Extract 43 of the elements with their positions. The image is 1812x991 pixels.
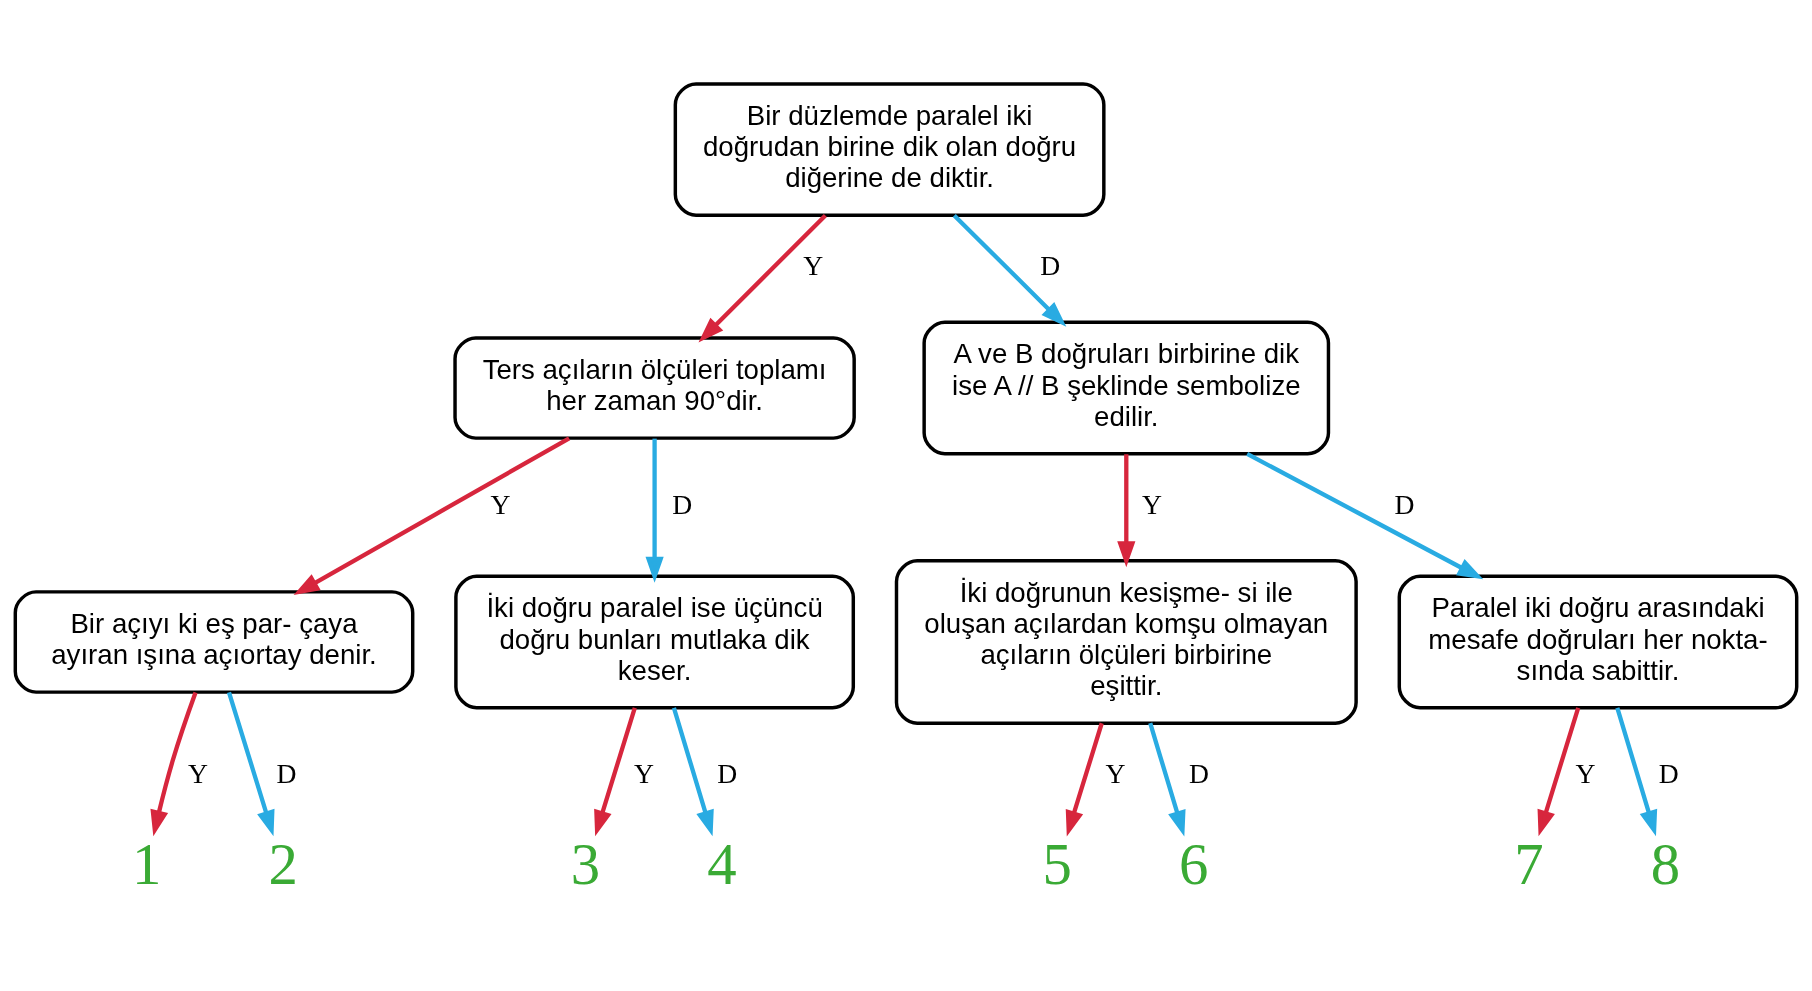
node-text: 2 xyxy=(268,831,298,897)
edge-label: D xyxy=(1188,757,1209,789)
arrow xyxy=(1537,706,1581,836)
arrow xyxy=(1246,451,1484,579)
arrow xyxy=(952,213,1067,327)
edge-label: D xyxy=(672,488,693,520)
edge-label: Y xyxy=(803,249,823,281)
node-box: Bir düzlemde paralel iki doğrudan birine dik olan doğru diğerine de diktir. xyxy=(673,81,1106,217)
arrow xyxy=(1148,722,1186,836)
edge-label: D xyxy=(717,757,738,789)
edge-label: D xyxy=(1394,488,1415,520)
arrow xyxy=(1065,722,1104,836)
arrow xyxy=(1117,453,1136,567)
arrow xyxy=(698,213,827,342)
arrow xyxy=(226,691,275,836)
arrow xyxy=(1615,706,1658,836)
arrow xyxy=(293,435,571,595)
edge-label: Y xyxy=(188,757,208,789)
node-box: Bir açıyı ki eş par- çaya ayıran ışına açıortay denir. xyxy=(13,589,415,694)
edge-label: D xyxy=(1040,249,1061,281)
arrow xyxy=(645,438,664,583)
node-box: İki doğru paralel ise üçüncü doğru bunları mutlaka dik keser. xyxy=(454,574,856,709)
edge-label: Y xyxy=(1105,757,1125,789)
arrow xyxy=(594,706,637,836)
node-text: 6 xyxy=(1179,831,1209,897)
node-box: Ters açıların ölçüleri toplamı her zaman 90°dir. xyxy=(453,335,856,440)
edge-label: D xyxy=(1658,757,1679,789)
edge-label: Y xyxy=(1575,757,1595,789)
node-text: 8 xyxy=(1650,831,1681,897)
edge-label: Y xyxy=(633,757,653,789)
node-text: 4 xyxy=(707,831,737,897)
arrow xyxy=(150,691,198,836)
arrow xyxy=(671,706,714,836)
edge-label: D xyxy=(276,757,297,789)
node-box: A ve B doğruları birbirine dik ise A // B şeklinde sembolize edilir. xyxy=(922,320,1331,455)
node-text: 7 xyxy=(1514,831,1544,897)
node-box: Paralel iki doğru arasındaki mesafe doğruları her nokta- sında sabittir. xyxy=(1397,574,1799,709)
node-text: 1 xyxy=(131,831,162,897)
node-box: İki doğrunun kesişme- si ile oluşan açılardan komşu olmayan açıların ölçüleri birbirine eşittir. xyxy=(894,558,1358,725)
node-text: 3 xyxy=(570,831,601,897)
edge-label: Y xyxy=(1141,488,1161,520)
edge-label: Y xyxy=(490,488,510,520)
node-text: 5 xyxy=(1042,831,1072,897)
